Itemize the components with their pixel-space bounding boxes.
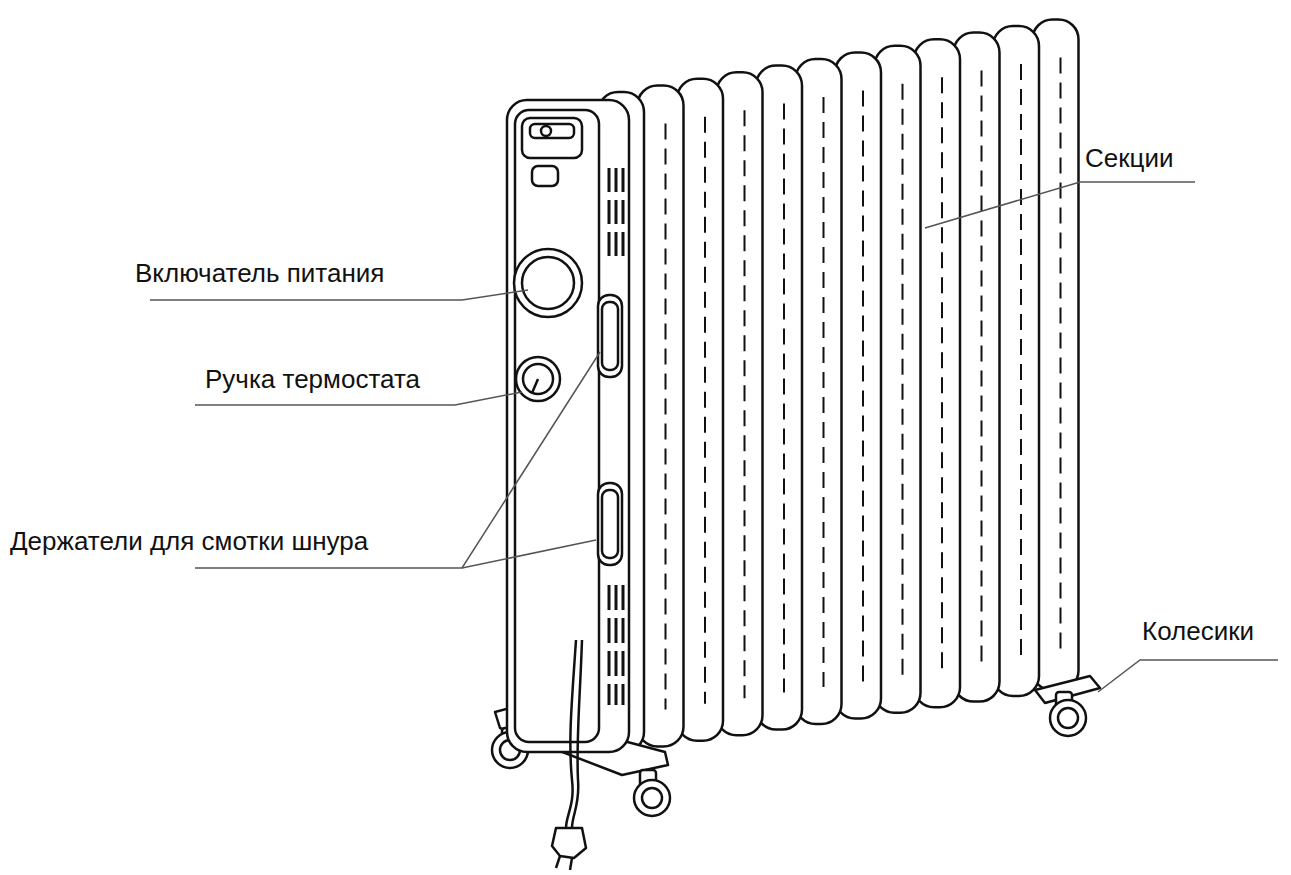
- part-label: Включатель питания: [135, 258, 384, 288]
- vents: [609, 168, 623, 705]
- right-foot: [1035, 676, 1100, 736]
- power-cord: [552, 640, 586, 870]
- control-panel: [507, 100, 629, 752]
- part-label: Ручка термостата: [205, 364, 420, 394]
- part-label: Держатели для смотки шнура: [10, 526, 368, 556]
- part-label: Секции: [1085, 143, 1174, 173]
- part-label: Колесики: [1142, 616, 1254, 646]
- radiator-sections: [598, 19, 1079, 752]
